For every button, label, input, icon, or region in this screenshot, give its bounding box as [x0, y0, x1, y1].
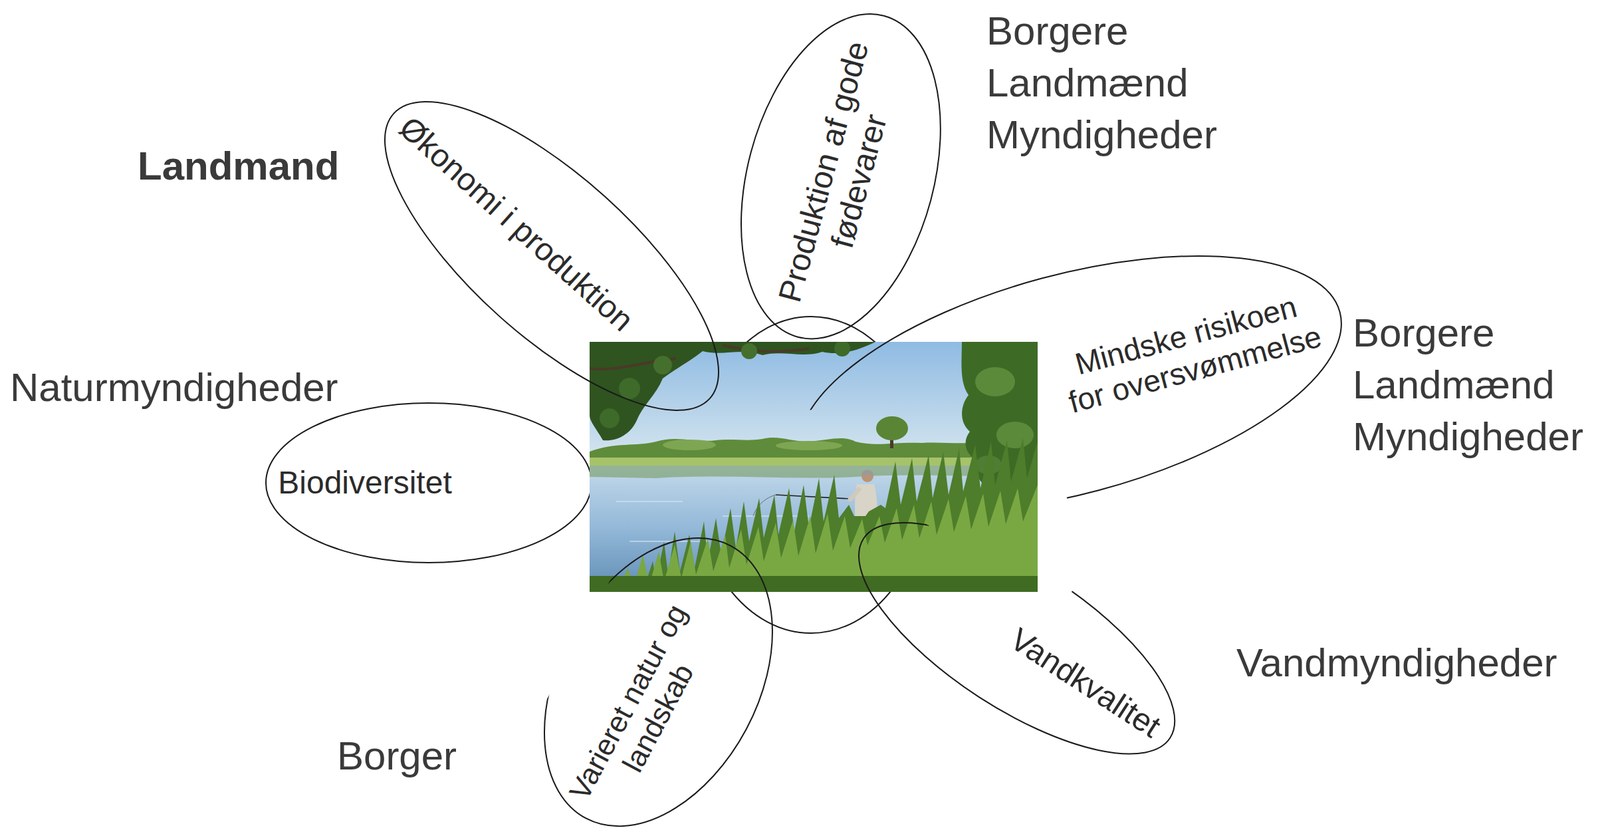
petal-text-block: Varieret natur og landskab — [562, 598, 724, 822]
petal-outline — [825, 479, 1209, 797]
treeline-highlight — [662, 439, 716, 451]
petal-text: Produktion af gode fødevarer — [770, 36, 911, 316]
branch — [589, 344, 809, 369]
petal-text-block: Vandkvalitet — [1003, 620, 1168, 746]
photo-content — [589, 341, 1038, 592]
fisherman-arm — [850, 489, 859, 500]
petal-node: Mindske risikoen for oversvømmelse — [796, 253, 1345, 516]
reeds-base — [589, 575, 1038, 592]
petal-outline — [707, 0, 974, 361]
petal-text-block: Mindske risikoen for oversvømmelse — [1054, 283, 1327, 420]
petal-outline — [340, 54, 764, 458]
petal-node: Produktion af gode fødevarer — [738, 11, 944, 342]
reeds-front — [616, 484, 1038, 592]
fisherman-head — [861, 469, 874, 482]
stakeholder-label: Borgere Landmænd Myndigheder — [986, 5, 1218, 161]
overhanging-foliage — [589, 341, 876, 441]
stakeholder-label: Vandmyndigheder — [1236, 639, 1558, 686]
leaf-cluster — [599, 408, 620, 429]
stakeholder-label: Naturmyndigheder — [9, 364, 339, 411]
petal-text: Biodiversitet — [277, 463, 453, 501]
petal-text-block: Biodiversitet — [277, 463, 453, 501]
treeline-highlight — [775, 440, 843, 451]
petal-outline — [772, 206, 1369, 563]
leaf-cluster — [653, 355, 673, 375]
right-tree-highlight — [996, 421, 1034, 449]
petal-text-block: Økonomi i produktion — [391, 109, 642, 340]
stakeholder-label: Borgere Landmænd Myndigheder — [1352, 307, 1584, 463]
stakeholder-label: Landmand — [137, 142, 340, 189]
petal-text: Vandkvalitet — [1003, 620, 1168, 746]
petal-outline — [265, 402, 592, 563]
tree-crown — [876, 416, 909, 441]
petal-node: Varieret natur og landskab — [541, 535, 776, 829]
petal-node: Vandkvalitet — [856, 519, 1178, 756]
leaf-cluster — [834, 341, 851, 357]
petal-text: Økonomi i produktion — [391, 109, 642, 340]
petal-text: Varieret natur og landskab — [562, 598, 724, 822]
stakeholder-label: Borger — [337, 732, 457, 779]
leaf-cluster — [618, 377, 641, 399]
petal-text-block: Produktion af gode fødevarer — [770, 36, 911, 316]
fisherman-hair — [861, 469, 874, 476]
petal-node: Økonomi i produktion — [382, 99, 722, 413]
petal-outline — [497, 499, 819, 830]
leaf-cluster — [741, 342, 758, 359]
petal-node: Biodiversitet — [263, 400, 595, 566]
landscape-photo — [589, 341, 1038, 592]
right-tree-highlight — [975, 366, 1016, 397]
petal-text: Mindske risikoen for oversvømmelse — [1054, 283, 1327, 420]
